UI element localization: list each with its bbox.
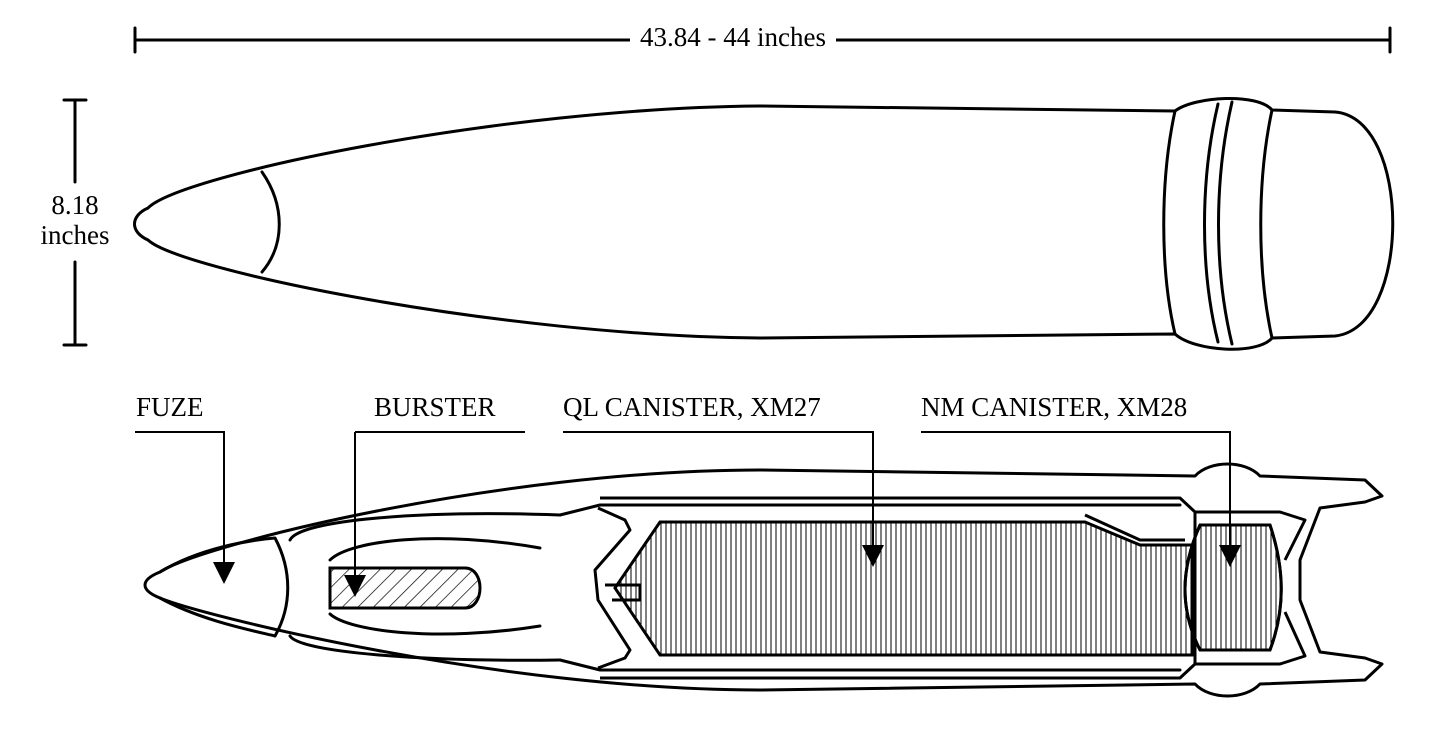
projectile-exterior-view: [133, 96, 1395, 351]
fuze-outline: [158, 536, 290, 638]
ql-canister-xm27: [613, 513, 1194, 657]
fuze-leader: [135, 431, 225, 562]
burster-label: BURSTER: [374, 392, 496, 422]
burster-arrowhead: [344, 575, 366, 597]
diameter-unit: inches: [40, 220, 110, 250]
inner-wall-nose: [328, 537, 542, 636]
callout-leaders: [135, 431, 1231, 575]
nm-canister-label: NM CANISTER, XM28: [921, 392, 1188, 422]
exterior-outline: [133, 96, 1395, 351]
burster-cavity: [288, 512, 562, 662]
callout-arrowheads: [213, 545, 1241, 597]
nm-canister-arrowhead: [1219, 545, 1241, 567]
burster-charge: [328, 566, 482, 610]
ql-canister-label: QL CANISTER, XM27: [563, 392, 821, 422]
ql-canister-arrowhead: [862, 545, 884, 567]
rotating-band-groove-1: [1203, 102, 1220, 344]
nm-canister-leader: [921, 431, 1231, 548]
inner-wall-front: [558, 503, 1182, 672]
diameter-dimension-line: [62, 98, 88, 347]
ql-canister-leader: [563, 431, 874, 548]
nm-canister-xm28: [1183, 523, 1283, 652]
rotating-band-rear-edge: [1259, 108, 1274, 340]
diameter-value: 8.18: [51, 190, 99, 220]
diameter-dimension-label: 8.18 inches: [20, 190, 130, 250]
rotating-band-front-edge: [1162, 109, 1177, 336]
cutaway-outer-outline: [143, 462, 1384, 698]
fuze-arrowhead: [213, 562, 235, 584]
rotating-band-groove-2: [1217, 100, 1234, 346]
length-dimension-label: 43.84 - 44 inches: [630, 22, 836, 52]
fuze-ogive-joint: [260, 170, 281, 274]
fuze-label: FUZE: [136, 392, 204, 422]
projectile-cutaway-view: [143, 462, 1384, 698]
